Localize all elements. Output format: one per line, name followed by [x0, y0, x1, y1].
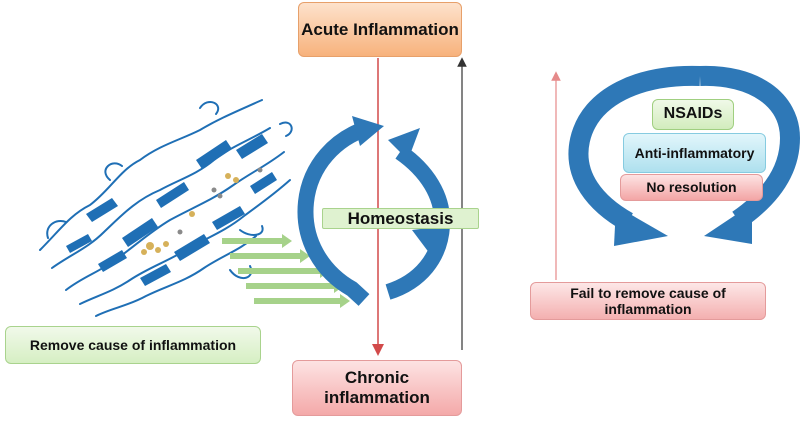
- green-arrows: [222, 234, 350, 308]
- fail-remove-cause-box: Fail to remove cause of inflammation: [530, 282, 766, 320]
- nsaids-label: NSAIDs: [663, 105, 723, 123]
- chronic-inflammation-box: Chronic inflammation: [292, 360, 462, 416]
- remove-cause-box: Remove cause of inflammation: [5, 326, 261, 364]
- nsaids-box: NSAIDs: [652, 99, 734, 130]
- protein-structure-image: [39, 99, 293, 317]
- no-resolution-label: No resolution: [646, 179, 737, 196]
- chronic-inflammation-label: Chronic inflammation: [324, 368, 430, 407]
- acute-inflammation-label: Acute Inflammation: [301, 19, 459, 39]
- homeostasis-label: Homeostasis: [347, 208, 454, 228]
- no-resolution-box: No resolution: [620, 174, 763, 201]
- fail-remove-cause-label: Fail to remove cause of inflammation: [570, 284, 726, 317]
- anti-inflammatory-label: Anti-inflammatory: [634, 144, 755, 161]
- anti-inflammatory-box: Anti-inflammatory: [623, 133, 766, 173]
- nsaids-cycle-icon: [568, 65, 800, 246]
- acute-inflammation-box: Acute Inflammation: [298, 2, 462, 57]
- remove-cause-label: Remove cause of inflammation: [29, 336, 237, 353]
- homeostasis-box: Homeostasis: [322, 208, 479, 229]
